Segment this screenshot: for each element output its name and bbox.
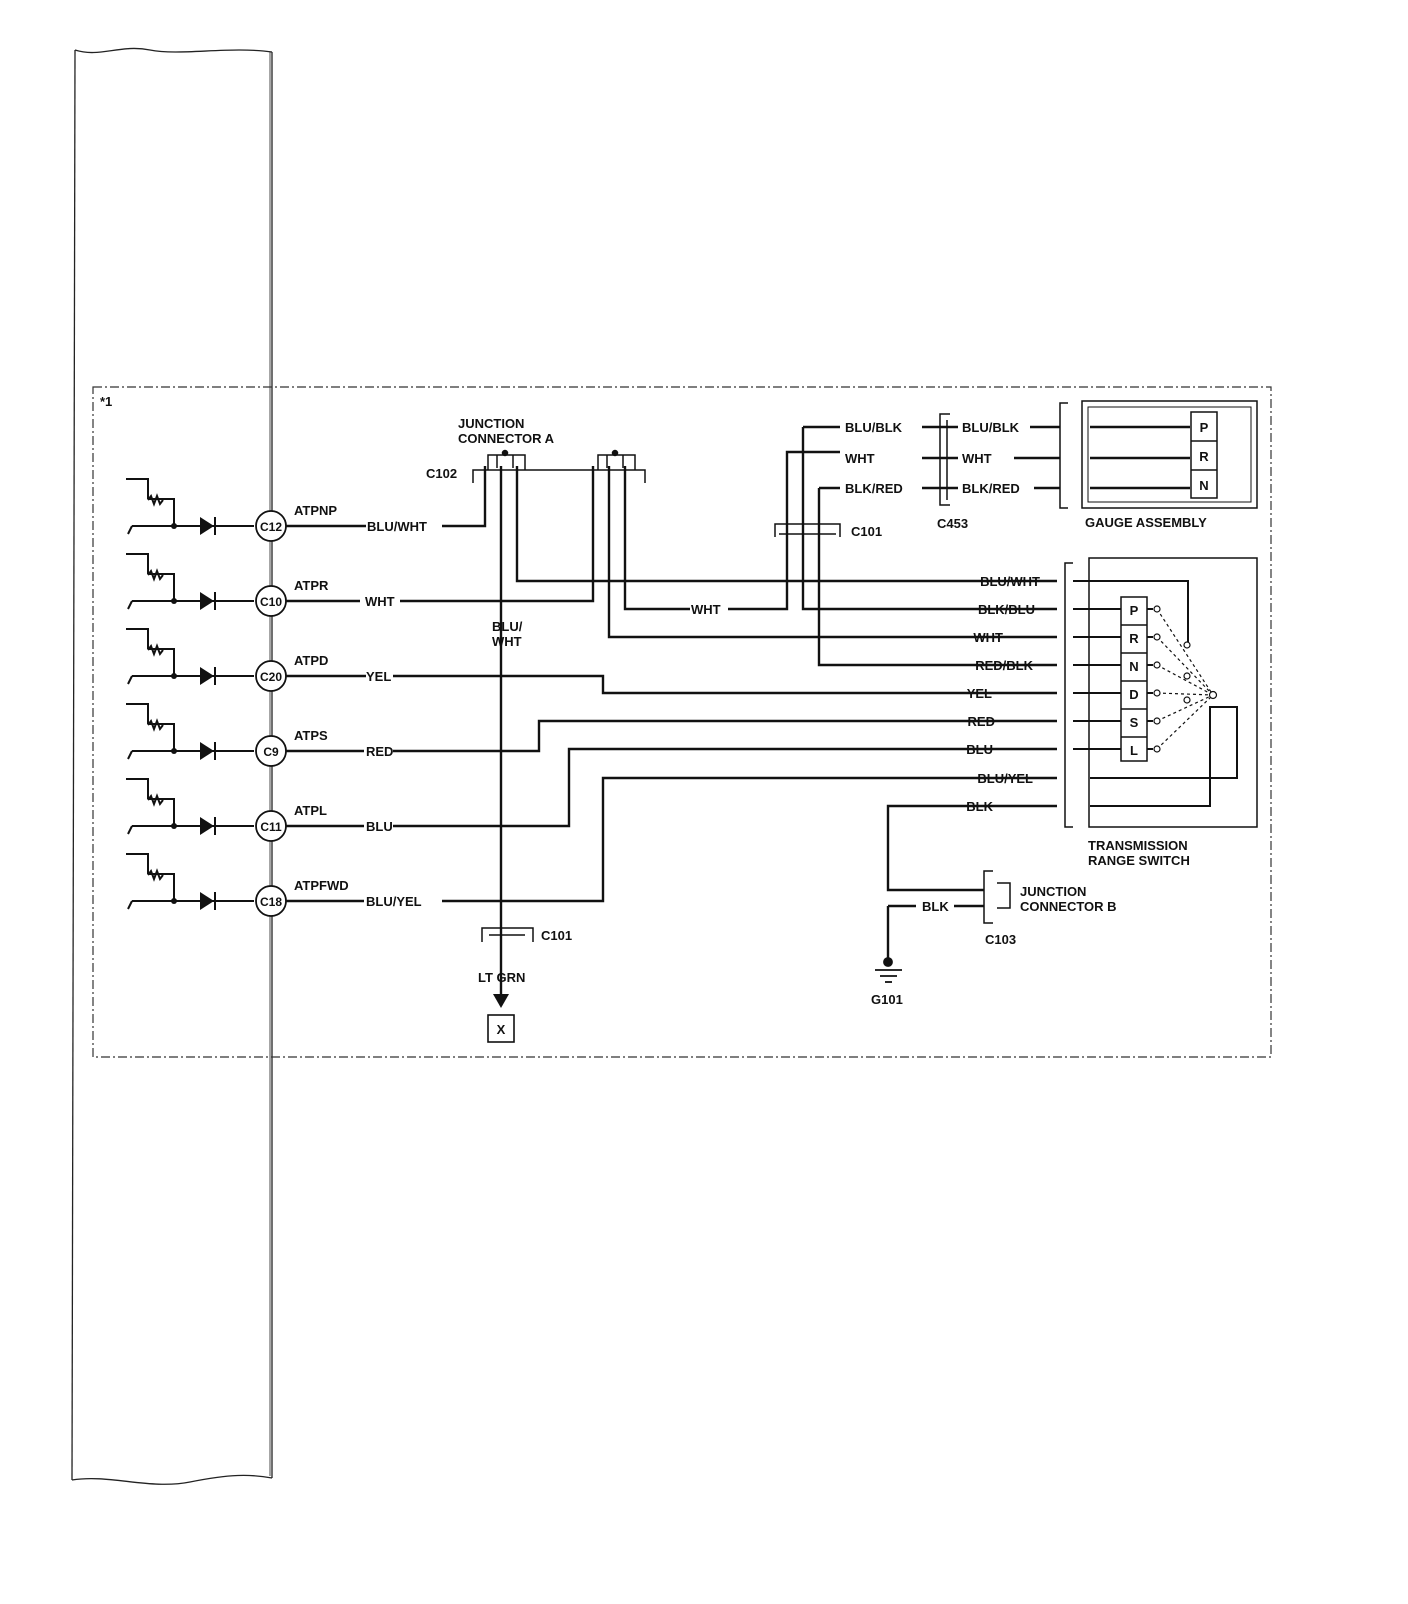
pcm-input-circuit-2 (126, 553, 254, 610)
pcm-input-circuit-6 (126, 853, 254, 910)
pcm-input-circuit-1 (126, 478, 254, 535)
wire-label: BLU (366, 819, 393, 834)
terminal-x-label: X (497, 1022, 506, 1037)
trs-wire-label: WHT (973, 630, 1003, 645)
junction-a-line1: JUNCTION (458, 416, 524, 431)
terminal-x-box (487, 1014, 515, 1043)
trs-pos: L (1130, 743, 1138, 758)
pin-label: C11 (260, 820, 282, 834)
mid-wht-label: WHT (691, 602, 721, 617)
junction-b-wire: BLK (922, 899, 949, 914)
trs-wire-label: BLK (966, 799, 993, 814)
c453-connector (939, 413, 950, 506)
signal-name: ATPNP (294, 503, 337, 518)
c103-label: C103 (985, 932, 1016, 947)
pin-label: C10 (260, 595, 282, 609)
wire-label: BLU/WHT (367, 519, 427, 534)
ground-label: G101 (871, 992, 903, 1007)
gauge-pos: R (1199, 449, 1209, 464)
c453-label: C453 (937, 516, 968, 531)
lt-grn-label: LT GRN (478, 970, 525, 985)
trs-wire-label: RED (968, 714, 995, 729)
vertical-wire-label-1: BLU/ (492, 619, 523, 634)
wire-label: WHT (365, 594, 395, 609)
c101-lower-connector (481, 927, 534, 942)
pin-label: C20 (260, 670, 282, 684)
region-note: *1 (100, 394, 112, 409)
trs-internal-wiring (1073, 580, 1238, 807)
gauge-wire-left: WHT (845, 451, 875, 466)
junction-connector-b (983, 870, 1011, 924)
ground-symbol (875, 957, 902, 983)
signal-name: ATPD (294, 653, 328, 668)
junction-connector-a (472, 449, 646, 483)
gauge-title: GAUGE ASSEMBLY (1085, 515, 1207, 530)
wire-label: YEL (366, 669, 391, 684)
signal-name: ATPS (294, 728, 328, 743)
junction-a-line2: CONNECTOR A (458, 431, 555, 446)
gauge-wire-left: BLU/BLK (845, 420, 903, 435)
pcm-input-circuit-3 (126, 628, 254, 685)
lt-grn-arrow (493, 918, 509, 1008)
signal-name: ATPFWD (294, 878, 349, 893)
pcm-input-circuit-5 (126, 778, 254, 835)
gauge-wire-right: BLK/RED (962, 481, 1020, 496)
trs-pos: N (1129, 659, 1138, 674)
pin-label: C12 (260, 520, 282, 534)
gauge-pos: N (1199, 478, 1208, 493)
gauge-wire-right: WHT (962, 451, 992, 466)
gauge-pos: P (1200, 420, 1209, 435)
trs-wire-label: BLU/YEL (977, 771, 1033, 786)
c101-upper-label: C101 (851, 524, 882, 539)
signal-name: ATPL (294, 803, 327, 818)
gauge-wire-left: BLK/RED (845, 481, 903, 496)
trs-contact-points (1153, 605, 1218, 753)
trs-pos: R (1129, 631, 1139, 646)
vertical-wire-label-2: WHT (492, 634, 522, 649)
pin-label: C18 (260, 895, 282, 909)
signal-name: ATPR (294, 578, 329, 593)
trs-contacts (1156, 608, 1214, 750)
trs-pos: P (1130, 603, 1139, 618)
region-boundary (92, 386, 1272, 1058)
trs-wire-label: BLK/BLU (978, 602, 1035, 617)
trs-pos: S (1130, 715, 1139, 730)
junction-b-line1: JUNCTION (1020, 884, 1086, 899)
trs-title-2: RANGE SWITCH (1088, 853, 1190, 868)
pcm-outline (71, 47, 273, 1485)
wire-label: BLU/YEL (366, 894, 422, 909)
trs-pos: D (1129, 687, 1138, 702)
wires (286, 425, 1190, 960)
junction-b-line2: CONNECTOR B (1020, 899, 1117, 914)
gauge-assembly (1059, 400, 1258, 509)
trs-wire-label: RED/BLK (975, 658, 1033, 673)
pcm-input-circuit-4 (126, 703, 254, 760)
trs-wire-label: YEL (967, 686, 992, 701)
wire-label: RED (366, 744, 393, 759)
pin-label: C9 (263, 745, 279, 759)
trs-title-1: TRANSMISSION (1088, 838, 1188, 853)
gauge-wire-right: BLU/BLK (962, 420, 1020, 435)
trs-wire-label: BLU (966, 742, 993, 757)
trs-wire-label: BLU/WHT (980, 574, 1040, 589)
c101-upper-connector (774, 523, 841, 537)
c101-lower-label: C101 (541, 928, 572, 943)
c102-label: C102 (426, 466, 457, 481)
